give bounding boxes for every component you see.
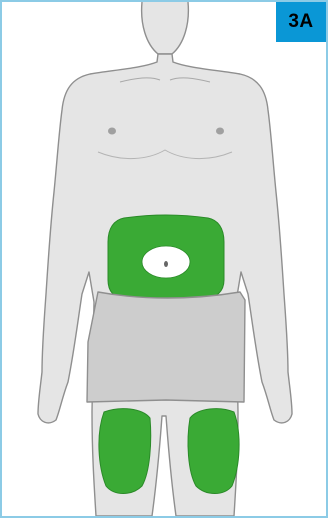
right-nipple [216,128,224,135]
navel [164,261,168,267]
right-thigh-injection-site [188,409,239,494]
figure-label-badge: 3A [276,2,326,42]
shorts [87,292,245,402]
left-thigh-injection-site [99,409,151,494]
left-nipple [108,128,116,135]
figure-label-text: 3A [288,11,313,32]
head [142,2,189,54]
